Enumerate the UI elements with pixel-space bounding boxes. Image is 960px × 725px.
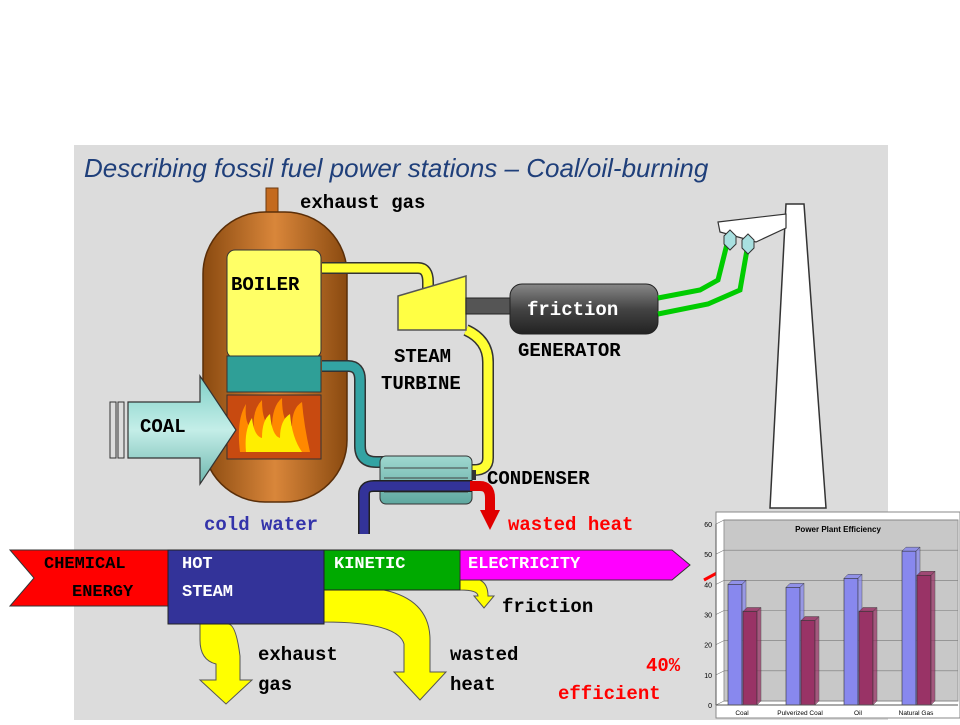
condenser-label: CONDENSER [487, 468, 590, 490]
wasted-heat-pipe [470, 481, 495, 512]
water-return-pipe [322, 361, 384, 467]
chart-x-tick-label: Oil [854, 710, 863, 717]
sankey-friction-label: friction [502, 596, 594, 618]
percent-label: 40% [646, 655, 681, 677]
sankey-gas-label: gas [258, 674, 293, 696]
chart-x-tick-label: Coal [735, 710, 749, 717]
chart-bar [843, 578, 859, 706]
exhaust-steam-pipe [463, 325, 493, 475]
chart-bar-side [756, 606, 762, 706]
chart-bar [785, 587, 801, 706]
chart-bar-top [858, 607, 878, 612]
pylon-tower [769, 203, 827, 509]
exhaust-gas-label: exhaust gas [300, 192, 426, 214]
chart-y-tick-label: 40 [704, 582, 712, 589]
generator-label: GENERATOR [518, 340, 621, 362]
chart-x-tick-label: Pulverized Coal [777, 710, 823, 717]
insulator [723, 229, 737, 251]
sankey-electricity [459, 549, 691, 581]
sankey-wasted-heat-loss [323, 589, 448, 701]
chart-y-tick-label: 20 [704, 643, 712, 650]
chart-title: Power Plant Efficiency [795, 525, 881, 534]
chart-bar [800, 620, 816, 706]
efficiency-chart-svg: 0102030405060PercentPower Plant Efficien… [679, 511, 960, 719]
steam-turbine [397, 274, 467, 331]
chart-bar-top [800, 616, 820, 621]
turbine-shaft [465, 297, 515, 315]
sankey-kinetic-label: KINETIC [334, 555, 406, 574]
power-line [657, 243, 751, 317]
chart-x-tick-label: Natural Gas [899, 710, 934, 717]
sankey-heat-label: heat [450, 674, 496, 696]
generator [509, 283, 659, 335]
boiler-label: BOILER [231, 274, 300, 296]
sankey-kinetic [323, 549, 461, 591]
sankey-wasted-label: wasted [450, 644, 519, 666]
boiler-water [226, 355, 322, 393]
sankey-friction-loss [459, 579, 496, 609]
wasted-heat-arrow [480, 510, 500, 530]
chart-y-tick-label: 60 [704, 522, 712, 529]
efficiency-chart: 0102030405060PercentPower Plant Efficien… [679, 510, 960, 720]
wasted-heat-label: wasted heat [508, 514, 634, 536]
chart-bar-top [785, 583, 805, 588]
turbine-label: TURBINE [381, 373, 461, 395]
steam-label: STEAM [394, 346, 452, 368]
sankey-steam-label: STEAM [182, 583, 234, 602]
chart-bar-top [901, 546, 921, 552]
boiler-steam-chamber [226, 249, 322, 359]
insulator [741, 233, 755, 255]
chart-bar-side [814, 615, 820, 706]
sankey-energy-label: ENERGY [72, 583, 134, 602]
chart-bar [727, 584, 743, 706]
flames-icon [238, 398, 310, 452]
chart-bar [742, 611, 758, 706]
sankey-hot-label: HOT [182, 555, 213, 574]
cold-water-pipe [359, 481, 472, 534]
chart-gridline-depth [715, 670, 725, 676]
chart-y-tick-label: 50 [704, 552, 712, 559]
cold-water-label: cold water [204, 514, 319, 536]
chart-bar-top [742, 607, 762, 612]
steam-pipe [322, 263, 433, 290]
chart-gridline-depth [715, 640, 725, 645]
sankey-exhaust-loss [198, 623, 254, 705]
coal-input-arrow [127, 374, 237, 486]
sankey-electricity-label: ELECTRICITY [468, 555, 581, 574]
chart-gridline-depth [715, 700, 725, 706]
sankey-chemical-energy [8, 549, 169, 607]
chart-bar-top [916, 571, 936, 576]
sankey-exhaust-label: exhaust [258, 644, 338, 666]
chart-bar [901, 550, 917, 706]
chart-gridline-depth [715, 519, 725, 525]
chart-y-tick-label: 30 [704, 613, 712, 620]
chart-gridline-depth [715, 549, 725, 555]
power-line [657, 239, 731, 301]
sankey-chemical-label: CHEMICAL [44, 555, 126, 574]
chart-y-tick-label: 0 [708, 703, 712, 710]
generator-friction-label: friction [527, 299, 619, 321]
chart-gridline-depth [715, 610, 725, 615]
chart-bar-top [727, 580, 747, 585]
chart-y-tick-label: 10 [704, 673, 712, 680]
chart-bar-side [930, 570, 936, 706]
chart-bar [916, 574, 932, 706]
efficient-label: efficient [558, 683, 661, 705]
coal-label: COAL [140, 416, 186, 438]
chart-bar-top [843, 574, 863, 579]
page-title: Describing fossil fuel power stations – … [84, 153, 709, 183]
sankey-hot-steam [167, 549, 325, 625]
chart-bar-side [872, 606, 878, 706]
chart-gridline-depth [715, 580, 725, 585]
chart-bar [858, 611, 874, 706]
